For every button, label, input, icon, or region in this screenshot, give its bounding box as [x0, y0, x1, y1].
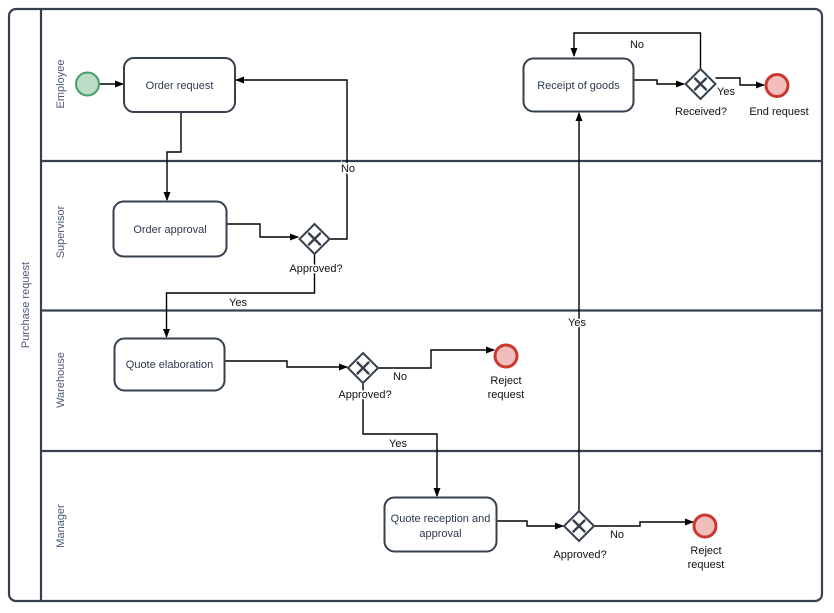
gateway-manager-label: Approved? — [553, 549, 606, 561]
gateway-received[interactable]: Received? — [674, 67, 728, 120]
task-order-approval[interactable]: Order approval — [112, 200, 228, 258]
flow-quote-elaboration-to-gateway[interactable] — [225, 360, 348, 371]
edge-label-warehouse-no: No — [393, 371, 407, 383]
start-event[interactable] — [75, 71, 100, 97]
edge-label-received-yes: Yes — [717, 86, 735, 98]
task-quote-elaboration-shape — [113, 337, 226, 392]
task-quote-elaboration[interactable]: Quote elaboration — [113, 337, 226, 392]
sequence-flows — [99, 32, 765, 530]
reject-manager-label-line2: request — [688, 559, 725, 571]
flow-supervisor-yes-to-quote-elaboration[interactable] — [163, 254, 316, 338]
reject-warehouse-label-line1: Reject — [490, 375, 521, 387]
lane-label-employee: Employee — [55, 60, 67, 109]
gateway-warehouse-label: Approved? — [338, 389, 391, 401]
end-request-label: End request — [749, 106, 808, 118]
flow-warehouse-yes-to-quote-reception[interactable] — [362, 383, 441, 497]
end-event-circle — [493, 343, 519, 369]
task-order-approval-shape — [112, 200, 228, 258]
lane-label-supervisor: Supervisor — [55, 205, 67, 258]
task-order-request-shape — [123, 57, 236, 113]
task-quote-reception-label-line1: Quote reception and — [391, 513, 491, 525]
task-quote-reception-shape — [383, 496, 498, 553]
task-receipt-of-goods-shape — [522, 57, 635, 113]
gateway-received-label: Received? — [675, 106, 727, 118]
task-receipt-of-goods[interactable]: Receipt of goods — [522, 57, 635, 113]
pool-purchase-request: Purchase request Employee Supervisor War… — [7, 7, 824, 603]
lane-label-manager: Manager — [55, 504, 67, 548]
task-receipt-of-goods-label: Receipt of goods — [537, 80, 620, 92]
pool-title: Purchase request — [20, 262, 32, 348]
gateway-x-icon — [572, 519, 586, 533]
gateway-supervisor-approved[interactable]: Approved? — [288, 222, 344, 277]
task-order-request-label: Order request — [146, 80, 214, 92]
end-event-reject-manager[interactable]: Reject request — [686, 513, 726, 573]
gateway-x-icon — [356, 361, 370, 375]
gateway-supervisor-label: Approved? — [289, 263, 342, 275]
edge-label-manager-no: No — [610, 529, 624, 541]
flow-order-request-to-order-approval[interactable] — [163, 112, 182, 201]
lane-label-warehouse: Warehouse — [55, 352, 67, 408]
task-quote-reception[interactable]: Quote reception and approval — [383, 496, 498, 553]
pool-border — [7, 7, 824, 603]
flow-receipt-to-received-gateway[interactable] — [634, 79, 685, 88]
end-event-end-request[interactable]: End request — [748, 73, 810, 120]
gateway-x-icon — [693, 77, 708, 91]
task-order-approval-label: Order approval — [133, 224, 206, 236]
reject-warehouse-label-line2: request — [488, 389, 525, 401]
edge-label-manager-yes: Yes — [568, 317, 586, 329]
task-quote-elaboration-label: Quote elaboration — [126, 359, 213, 371]
flow-warehouse-no-to-reject[interactable] — [378, 346, 495, 369]
end-event-reject-warehouse[interactable]: Reject request — [486, 343, 526, 403]
edge-labels: No Yes No Yes No Yes No Yes — [228, 38, 737, 543]
flow-quote-reception-to-gateway[interactable] — [497, 520, 564, 530]
edge-label-supervisor-yes: Yes — [229, 297, 247, 309]
flow-order-approval-to-gateway[interactable] — [227, 223, 299, 241]
task-quote-reception-label-line2: approval — [419, 528, 461, 540]
end-event-circle — [764, 73, 790, 98]
flow-received-no-to-receipt[interactable] — [570, 32, 702, 69]
edge-label-received-no: No — [630, 39, 644, 51]
flow-manager-no-to-reject[interactable] — [594, 518, 694, 527]
end-event-circle — [692, 513, 718, 539]
flow-received-yes-to-end[interactable] — [715, 77, 765, 89]
task-order-request[interactable]: Order request — [123, 57, 236, 113]
edge-label-warehouse-yes: Yes — [389, 438, 407, 450]
start-event-circle — [75, 71, 100, 97]
gateway-manager-approved[interactable]: Approved? — [552, 509, 608, 563]
edge-label-supervisor-no: No — [341, 163, 355, 175]
gateway-x-icon — [307, 232, 322, 246]
gateway-warehouse-approved[interactable]: Approved? — [337, 351, 393, 403]
flow-supervisor-no-to-order-request[interactable] — [235, 76, 348, 240]
reject-manager-label-line1: Reject — [690, 545, 721, 557]
